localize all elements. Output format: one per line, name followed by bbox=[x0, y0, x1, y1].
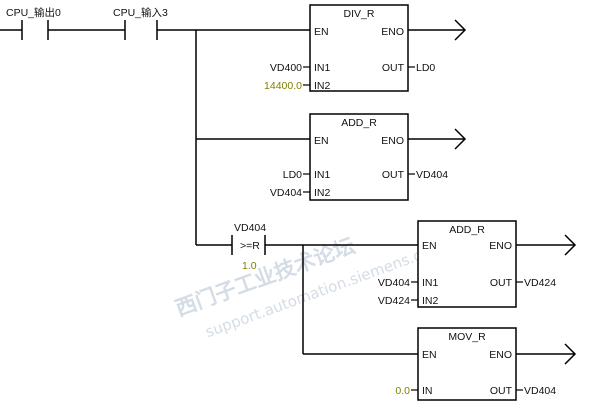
pin-eno: ENO bbox=[381, 26, 404, 38]
pin-in: IN bbox=[422, 385, 433, 397]
pin-en: EN bbox=[314, 135, 329, 147]
compare-operand1: VD404 bbox=[234, 222, 266, 234]
block-frame bbox=[309, 113, 409, 201]
operand-out: VD404 bbox=[416, 169, 448, 181]
block-frame bbox=[309, 4, 409, 92]
block-div-r[interactable]: DIV_R EN ENO IN1 IN2 OUT VD400 14400.0 L… bbox=[264, 4, 467, 92]
pin-en: EN bbox=[422, 349, 437, 361]
operand-in: 0.0 bbox=[395, 385, 410, 397]
pin-in1: IN1 bbox=[422, 277, 439, 289]
pin-in1: IN1 bbox=[314, 169, 331, 181]
pin-out: OUT bbox=[382, 62, 405, 74]
block-add-r-1[interactable]: ADD_R EN ENO IN1 IN2 OUT LD0 VD404 VD404 bbox=[270, 113, 467, 201]
operand-in1: VD404 bbox=[378, 277, 410, 289]
pin-en: EN bbox=[314, 26, 329, 38]
rung-wires bbox=[0, 29, 418, 355]
compare-operator: >=R bbox=[240, 240, 260, 252]
block-title: ADD_R bbox=[341, 117, 377, 129]
coil-arrow-icon bbox=[564, 234, 577, 256]
operand-in1: LD0 bbox=[283, 169, 302, 181]
pin-eno: ENO bbox=[489, 240, 512, 252]
coil-arrow-icon bbox=[454, 128, 467, 150]
compare-contact[interactable]: VD404 >=R 1.0 bbox=[231, 222, 266, 272]
operand-in2: VD424 bbox=[378, 295, 410, 307]
block-frame bbox=[417, 327, 517, 401]
block-title: MOV_R bbox=[448, 331, 486, 343]
contact-cpu-output0[interactable]: CPU_输出0 bbox=[6, 6, 61, 40]
pin-out: OUT bbox=[382, 169, 405, 181]
block-title: ADD_R bbox=[449, 224, 485, 236]
block-add-r-2[interactable]: ADD_R EN ENO IN1 IN2 OUT VD404 VD424 VD4… bbox=[378, 220, 577, 308]
block-title: DIV_R bbox=[344, 8, 375, 20]
contact-label: CPU_输出0 bbox=[6, 6, 61, 19]
operand-out: LD0 bbox=[416, 62, 435, 74]
pin-in1: IN1 bbox=[314, 62, 331, 74]
pin-in2: IN2 bbox=[422, 295, 439, 307]
block-frame bbox=[417, 220, 517, 308]
coil-arrow-icon bbox=[454, 19, 467, 41]
block-mov-r[interactable]: MOV_R EN ENO IN OUT 0.0 VD404 bbox=[395, 327, 577, 401]
pin-eno: ENO bbox=[381, 135, 404, 147]
contact-cpu-input3[interactable]: CPU_输入3 bbox=[113, 6, 168, 40]
pin-in2: IN2 bbox=[314, 187, 331, 199]
operand-out: VD404 bbox=[524, 385, 556, 397]
operand-out: VD424 bbox=[524, 277, 556, 289]
operand-in2: 14400.0 bbox=[264, 80, 302, 92]
compare-operand2: 1.0 bbox=[242, 260, 257, 272]
coil-arrow-icon bbox=[564, 343, 577, 365]
operand-in1: VD400 bbox=[270, 62, 302, 74]
pin-in2: IN2 bbox=[314, 80, 331, 92]
pin-en: EN bbox=[422, 240, 437, 252]
pin-out: OUT bbox=[490, 277, 513, 289]
operand-in2: VD404 bbox=[270, 187, 302, 199]
pin-eno: ENO bbox=[489, 349, 512, 361]
contact-label: CPU_输入3 bbox=[113, 6, 168, 19]
pin-out: OUT bbox=[490, 385, 513, 397]
